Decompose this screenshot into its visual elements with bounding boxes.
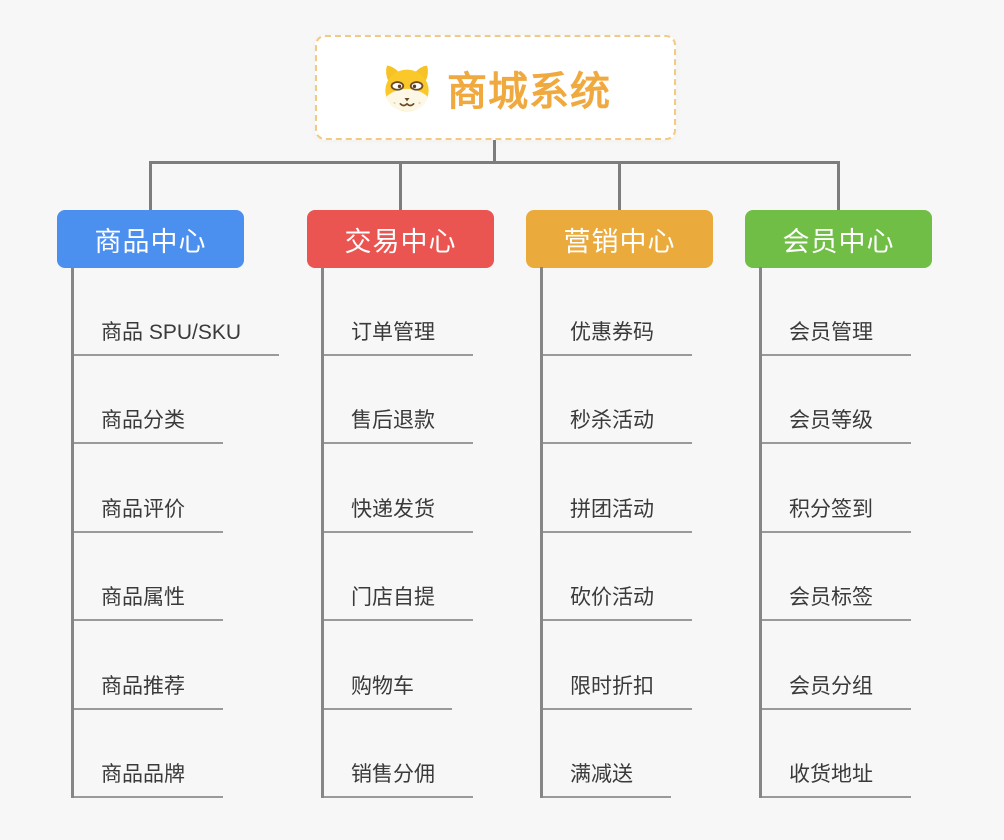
branch-connector-drop [837, 163, 840, 211]
leaf-topic[interactable]: 快递发货 [324, 444, 473, 533]
leaf-topic[interactable]: 订单管理 [324, 267, 473, 356]
leaf-topic[interactable]: 拼团活动 [543, 444, 692, 533]
leaf-topic[interactable]: 商品分类 [74, 356, 279, 444]
leaf-topic[interactable]: 商品 SPU/SKU [74, 267, 280, 356]
shiba-dog-icon [385, 65, 429, 111]
leaf-topic[interactable]: 会员标签 [762, 533, 911, 621]
branch-children-member-center: 会员管理 会员等级 积分签到 会员标签 会员分组 收货地址 [759, 267, 911, 798]
branch-connector-drop [618, 163, 621, 211]
leaf-topic[interactable]: 商品品牌 [74, 710, 279, 798]
leaf-topic[interactable]: 会员管理 [762, 267, 911, 356]
leaf-topic[interactable]: 优惠券码 [543, 267, 692, 356]
root-connector-line [493, 140, 496, 163]
branch-connector-drop [399, 163, 402, 211]
leaf-topic[interactable]: 限时折扣 [543, 621, 692, 710]
branch-node-member-center[interactable]: 会员中心 [745, 210, 932, 268]
leaf-topic[interactable]: 满减送 [543, 710, 692, 798]
branch-children-marketing-center: 优惠券码 秒杀活动 拼团活动 砍价活动 限时折扣 满减送 [540, 267, 692, 798]
branch-children-product-center: 商品 SPU/SKU 商品分类 商品评价 商品属性 商品推荐 商品品牌 [71, 267, 280, 798]
branch-connector-drop [149, 163, 152, 211]
leaf-topic[interactable]: 商品评价 [74, 444, 279, 533]
leaf-topic[interactable]: 门店自提 [324, 533, 473, 621]
branch-node-marketing-center[interactable]: 营销中心 [526, 210, 713, 268]
leaf-topic[interactable]: 会员等级 [762, 356, 911, 444]
leaf-topic[interactable]: 砍价活动 [543, 533, 692, 621]
branch-node-product-center[interactable]: 商品中心 [57, 210, 244, 268]
leaf-topic[interactable]: 商品属性 [74, 533, 279, 621]
leaf-topic[interactable]: 秒杀活动 [543, 356, 692, 444]
branch-node-trade-center[interactable]: 交易中心 [307, 210, 494, 268]
leaf-topic[interactable]: 收货地址 [762, 710, 911, 798]
leaf-topic[interactable]: 购物车 [324, 621, 473, 710]
branch-children-trade-center: 订单管理 售后退款 快递发货 门店自提 购物车 销售分佣 [321, 267, 473, 798]
root-topic-node[interactable]: 商城系统 [315, 35, 676, 140]
leaf-topic[interactable]: 会员分组 [762, 621, 911, 710]
root-topic-title: 商城系统 [447, 69, 611, 114]
branch-connector-rail [149, 161, 840, 164]
leaf-topic[interactable]: 销售分佣 [324, 710, 473, 798]
leaf-topic[interactable]: 售后退款 [324, 356, 473, 444]
leaf-topic[interactable]: 商品推荐 [74, 621, 279, 710]
leaf-topic[interactable]: 积分签到 [762, 444, 911, 533]
